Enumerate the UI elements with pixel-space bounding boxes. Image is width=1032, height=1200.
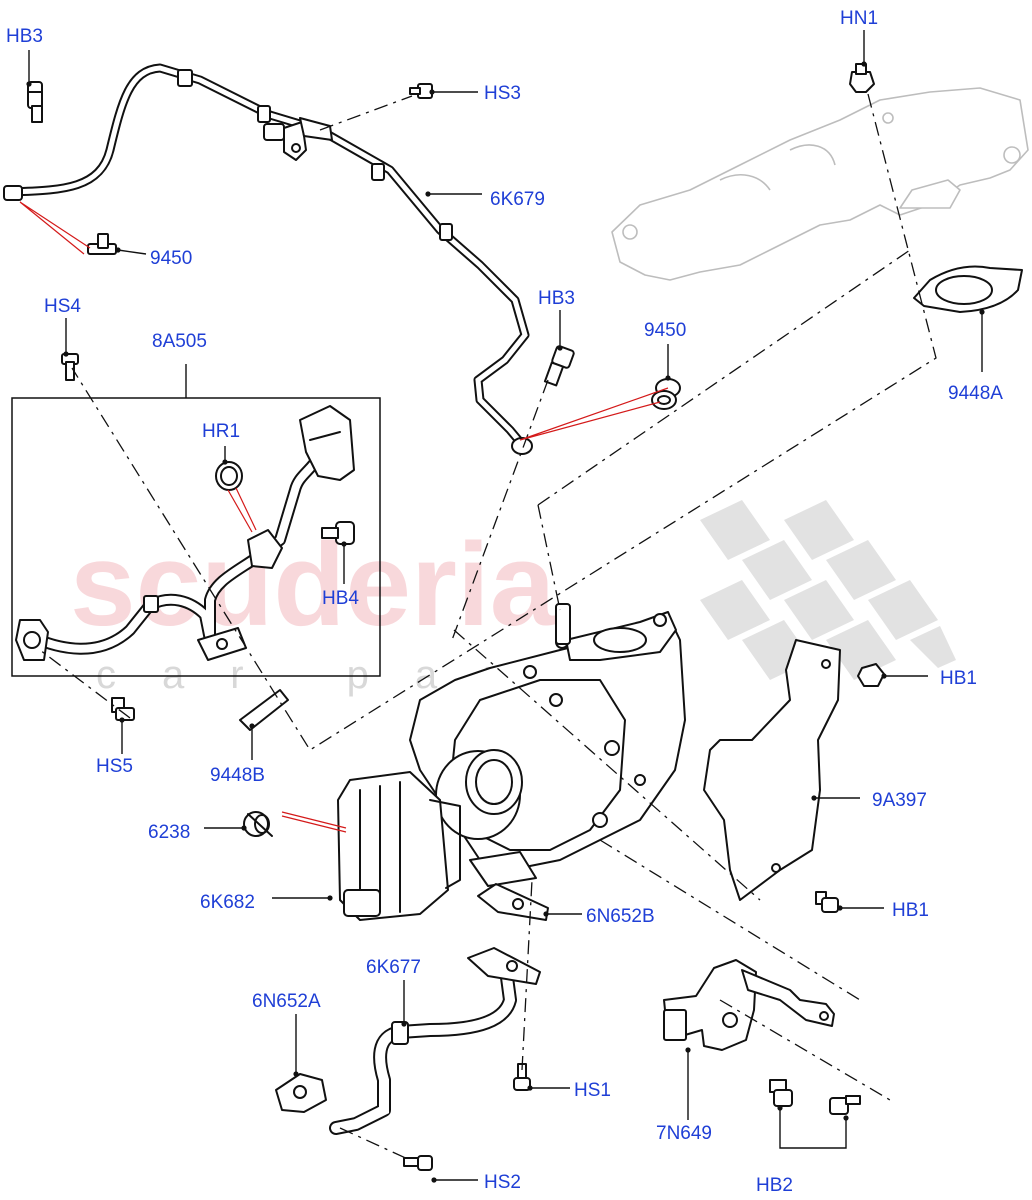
label-6k679: 6K679 <box>490 189 545 210</box>
label-hr1: HR1 <box>202 421 240 442</box>
gasket-6n652a-hole <box>293 1085 307 1099</box>
label-hb3-top: HB3 <box>6 26 43 47</box>
label-9450-mid: 9450 <box>644 320 686 341</box>
callout-lines <box>19 201 669 833</box>
clip-6238 <box>243 811 273 837</box>
o-ring-hr1 <box>215 461 243 491</box>
label-hn1: HN1 <box>840 8 878 29</box>
label-8a505: 8A505 <box>152 331 207 352</box>
oil-feed-pipe-6k679 <box>3 63 533 455</box>
bolt-hs5 <box>111 697 135 721</box>
bolt-hs2 <box>403 1155 433 1171</box>
label-hs3: HS3 <box>484 83 521 104</box>
nut-hb1-top <box>857 663 885 687</box>
checker-flag-watermark <box>700 500 956 680</box>
gasket-9448b <box>239 689 289 731</box>
leader-lines <box>26 30 985 1183</box>
bolt-hs1 <box>513 1063 531 1091</box>
washer-9450-left <box>87 233 117 255</box>
banjo-bolt-hb4 <box>321 521 355 545</box>
label-hs2: HS2 <box>484 1172 521 1193</box>
label-9448a: 9448A <box>948 383 1003 404</box>
gasket-6n652a <box>275 1073 327 1113</box>
label-hs1: HS1 <box>574 1080 611 1101</box>
oil-drain-pipe-6k677 <box>329 947 541 1135</box>
label-6n652b: 6N652B <box>586 906 655 927</box>
label-hb3-mid: HB3 <box>538 288 575 309</box>
label-6238: 6238 <box>148 822 190 843</box>
banjo-bolt-hb3-mid <box>543 345 575 387</box>
washer-9450-mid <box>651 378 681 410</box>
label-9a397: 9A397 <box>872 790 927 811</box>
bolt-hs3 <box>409 83 433 99</box>
banjo-bolt-hb3-top <box>27 81 43 123</box>
gasket-6n652b-hole <box>512 898 524 910</box>
exhaust-manifold-ghost <box>611 87 1029 281</box>
label-hb1-top: HB1 <box>940 668 977 689</box>
bolt-hs4 <box>61 353 79 381</box>
assembly-lines <box>39 93 937 1161</box>
heat-shield-9a397 <box>703 639 841 901</box>
label-9450-left: 9450 <box>150 248 192 269</box>
kit-bracket-8a505 <box>11 397 381 677</box>
label-6k682: 6K682 <box>200 892 255 913</box>
label-hs5: HS5 <box>96 756 133 777</box>
label-7n649: 7N649 <box>656 1123 712 1144</box>
o-ring-hr1-inner <box>220 466 238 486</box>
label-hb1-bottom: HB1 <box>892 900 929 921</box>
turbocharger <box>409 603 686 887</box>
part-labels: HB3 HN1 HS3 6K679 9450 HS4 8A505 HR1 HB3… <box>6 8 1003 1196</box>
nut-hn1 <box>849 63 875 93</box>
oil-return-pipe <box>15 405 355 661</box>
gasket-9448a <box>913 265 1023 313</box>
bolts-hb2 <box>769 1079 861 1115</box>
bracket-7n649 <box>663 959 835 1051</box>
label-6k677: 6K677 <box>366 957 421 978</box>
label-6n652a: 6N652A <box>252 991 321 1012</box>
label-hb2: HB2 <box>756 1175 793 1196</box>
actuator-6k682 <box>337 771 461 921</box>
label-hb4: HB4 <box>322 588 359 609</box>
bolt-hb1-bottom <box>815 891 839 913</box>
heat-shield-hole-bottom <box>771 863 781 873</box>
watermark-main: scuderia <box>70 519 557 651</box>
label-9448b: 9448B <box>210 765 265 786</box>
label-hs4: HS4 <box>44 296 81 317</box>
heat-shield-hole-top <box>821 659 831 669</box>
